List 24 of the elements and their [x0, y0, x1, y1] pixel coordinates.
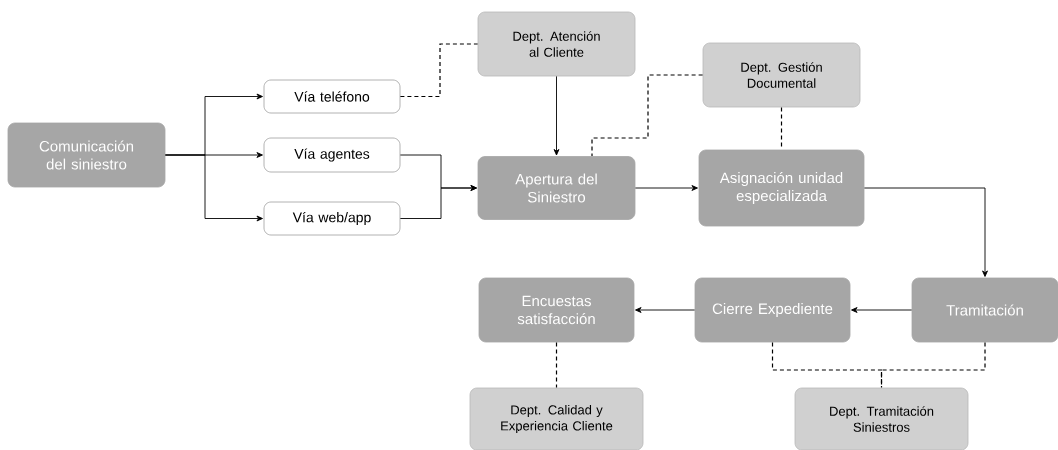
process-box: Apertura del Siniestro: [477, 156, 636, 220]
connector-line: [880, 341, 986, 389]
arrow: [851, 307, 913, 313]
process-box: Comunicación del siniestro: [7, 122, 166, 188]
arrow: [399, 185, 477, 219]
channel-box: Vía web/app: [263, 201, 401, 236]
department-box: Dept. Calidad y Experiencia Cliente: [469, 387, 644, 450]
process-box: Encuestas satisfacción: [478, 277, 635, 343]
channel-box: Vía teléfono: [263, 79, 401, 114]
process-box: Asignación unidad especializada: [698, 149, 865, 227]
arrow: [553, 75, 560, 156]
connector-line: [399, 43, 479, 98]
connector-line: [591, 74, 704, 157]
connector-line: [555, 341, 558, 389]
channel-box: Vía agentes: [263, 137, 401, 173]
process-box: Tramitación: [911, 277, 1058, 343]
arrow: [164, 154, 263, 222]
department-box: Dept. Gestión Documental: [702, 42, 861, 108]
department-box: Dept. Atención al Cliente: [477, 11, 636, 77]
arrow: [635, 307, 696, 313]
arrow: [863, 187, 988, 277]
arrow: [634, 185, 698, 191]
process-box: Cierre Expediente: [694, 277, 851, 343]
department-box: Dept. Tramitación Siniestros: [794, 387, 969, 450]
